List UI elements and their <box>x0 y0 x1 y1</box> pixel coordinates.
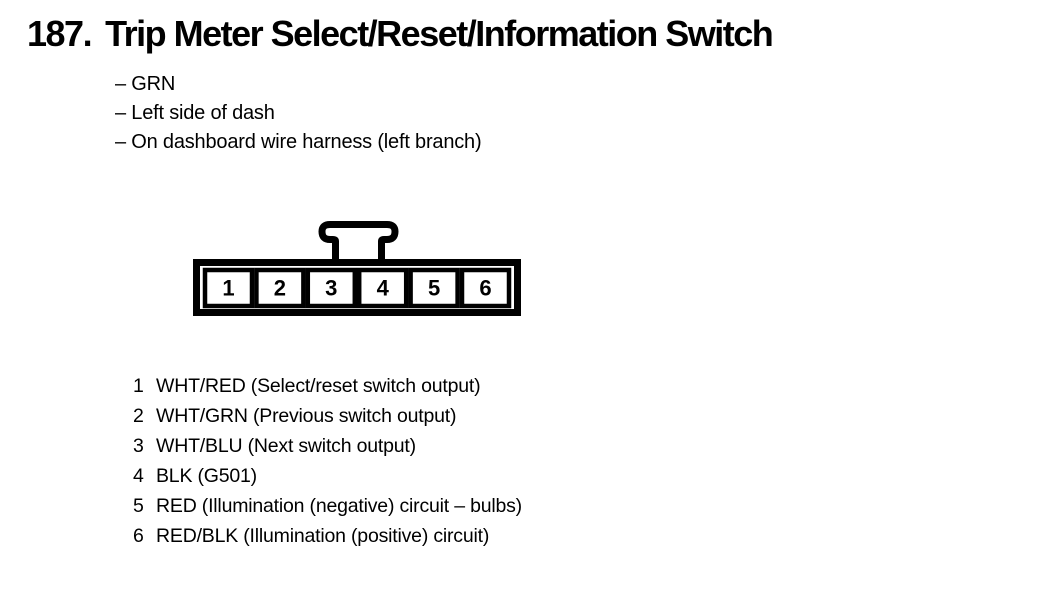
pinout-row: 6 RED/BLK (Illumination (positive) circu… <box>133 521 522 551</box>
pin-cell-label: 2 <box>274 276 286 301</box>
pinout-row: 2 WHT/GRN (Previous switch output) <box>133 401 522 431</box>
pin-number: 3 <box>133 435 144 457</box>
pin-cell <box>408 267 460 309</box>
pin-cell <box>459 267 512 309</box>
pin-description: WHT/GRN (Previous switch output) <box>156 405 457 427</box>
pin-cell-label: 1 <box>222 276 234 301</box>
pin-cell <box>356 267 409 309</box>
pinout-row: 3 WHT/BLU (Next switch output) <box>133 431 522 461</box>
pin-cell-label: 4 <box>377 276 390 301</box>
pinout-row: 1 WHT/RED (Select/reset switch output) <box>133 371 522 401</box>
pin-description: WHT/RED (Select/reset switch output) <box>156 375 481 397</box>
pin-number: 2 <box>133 405 144 427</box>
note-item: – GRN <box>115 73 176 95</box>
note-list: – GRN – Left side of dash – On dashboard… <box>115 70 482 157</box>
pin-description: WHT/BLU (Next switch output) <box>156 435 416 457</box>
pin-cell <box>254 267 306 309</box>
pinout-row: 4 BLK (G501) <box>133 461 522 491</box>
note-item: – Left side of dash <box>115 102 275 124</box>
pin-description: BLK (G501) <box>156 465 257 487</box>
connector-tab-icon <box>318 221 399 265</box>
pin-description: RED/BLK (Illumination (positive) circuit… <box>156 525 490 547</box>
section-number: 187. <box>27 13 93 54</box>
pin-number: 4 <box>133 465 144 487</box>
page-title: 187. Trip Meter Select/Reset/Information… <box>27 13 774 54</box>
note-item: – On dashboard wire harness (left branch… <box>115 131 482 153</box>
pin-cell-label: 5 <box>428 276 440 301</box>
pin-cells <box>202 267 512 309</box>
pinout-list: 1 WHT/RED (Select/reset switch output) 2… <box>133 371 522 551</box>
section-title: Trip Meter Select/Reset/Information Swit… <box>105 13 774 54</box>
pin-number: 1 <box>133 375 144 397</box>
pin-cell <box>305 267 358 309</box>
pin-description: RED (Illumination (negative) circuit – b… <box>156 495 522 517</box>
pin-number: 5 <box>133 495 144 517</box>
pin-cell <box>202 267 255 309</box>
pin-cell-labels: 1 2 3 4 5 6 <box>222 276 491 301</box>
pin-cell-label: 3 <box>325 276 337 301</box>
pin-cell-label: 6 <box>479 276 491 301</box>
connector-diagram: 1 2 3 4 5 6 <box>193 221 521 316</box>
pinout-row: 5 RED (Illumination (negative) circuit –… <box>133 491 522 521</box>
pin-number: 6 <box>133 525 144 547</box>
